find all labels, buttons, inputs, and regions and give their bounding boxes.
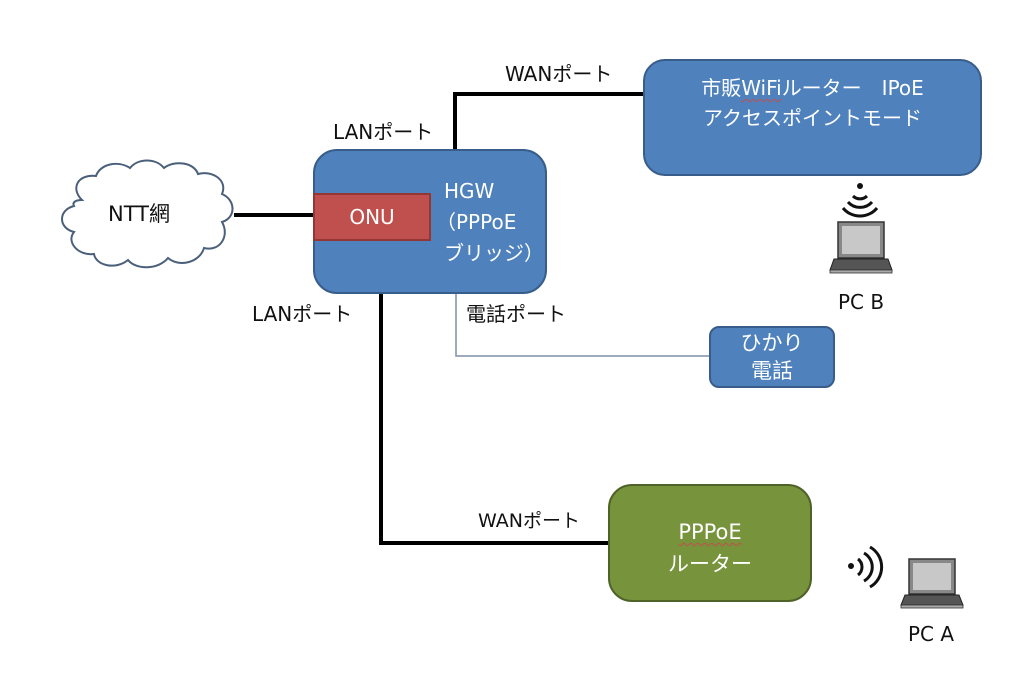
wifi-signal-icon-pc-b	[841, 183, 879, 218]
onu-label: ONU	[349, 205, 395, 229]
link-hgw-wifi-router	[453, 92, 644, 150]
wan-port-label-top: WANポート	[505, 62, 613, 86]
pppoe-router-line1: PPPoE	[678, 520, 742, 544]
link-hgw-pppoe-router	[379, 293, 609, 545]
ntt-cloud-shape	[61, 159, 234, 269]
wan-port-label-bottom: WANポート	[478, 510, 580, 532]
pppoe-router-line2: ルーター	[668, 552, 752, 576]
hgw-mode-line1: （PPPoE	[436, 210, 517, 234]
wifi-router-device[interactable]: 市販WiFiルーター IPoE アクセスポイントモード	[643, 59, 982, 176]
lan-port-label-bottom: LANポート	[252, 302, 353, 326]
wifi-router-line1: 市販WiFiルーター IPoE	[701, 76, 924, 100]
hikari-phone-line2: 電話	[751, 359, 793, 383]
phone-port-label: 電話ポート	[466, 302, 566, 326]
hikari-phone-device[interactable]: ひかり 電話	[709, 326, 835, 388]
link-hgw-hikari-phone	[455, 293, 710, 357]
wifi-signal-icon-pc-a	[848, 545, 884, 589]
lan-port-label-top: LANポート	[333, 120, 434, 144]
hgw-text: HGW （PPPoE ブリッジ）	[436, 176, 544, 269]
pppoe-router-device[interactable]: PPPoE ルーター	[608, 484, 812, 602]
laptop-icon-pc-a	[900, 558, 964, 609]
onu-module[interactable]: ONU	[313, 193, 431, 241]
hikari-phone-line1: ひかり	[740, 331, 804, 355]
wifi-router-line2: アクセスポイントモード	[703, 106, 922, 130]
ntt-network-label: NTT網	[108, 202, 170, 226]
hgw-name: HGW	[444, 179, 495, 203]
pc-b-label: PC B	[838, 290, 885, 314]
laptop-icon-pc-b	[829, 221, 893, 274]
pc-a-label: PC A	[908, 622, 955, 646]
hgw-mode-line2: ブリッジ）	[444, 241, 544, 265]
